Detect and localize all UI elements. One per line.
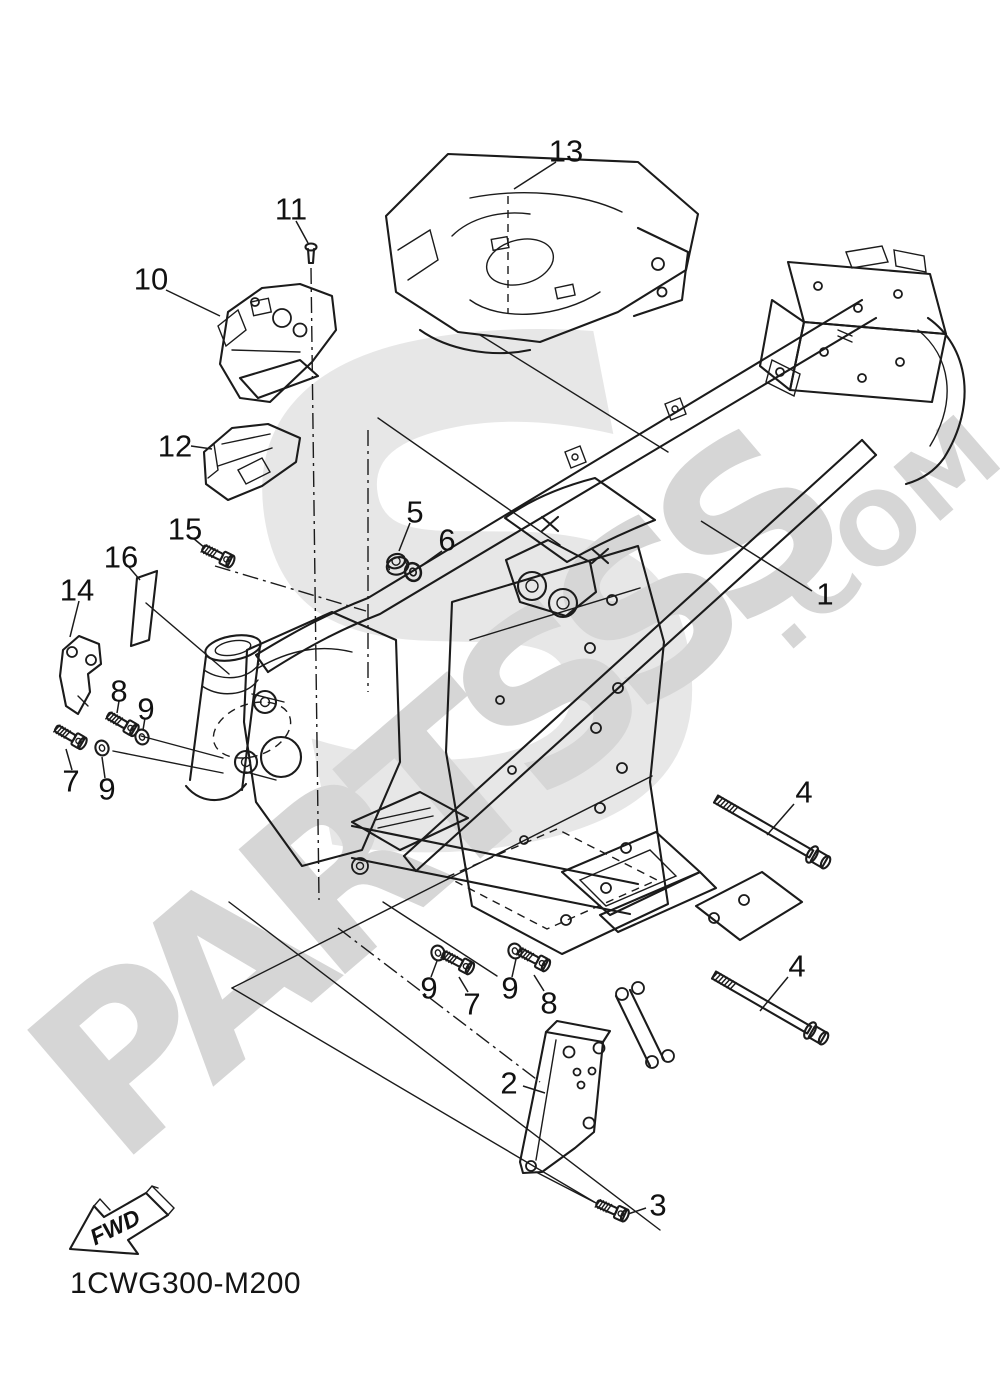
- leader-line-18: [513, 161, 557, 190]
- leader-line-1: [522, 1085, 546, 1094]
- part-10-stay-assembly: [217, 282, 338, 404]
- linework: [51, 152, 966, 1224]
- callout-9d: 9: [501, 971, 518, 1006]
- leader-line-16: [295, 220, 309, 244]
- frame-rear-box: [758, 245, 966, 486]
- callout-14: 14: [60, 573, 94, 608]
- callout-12: 12: [158, 429, 192, 464]
- part-3-screw: [593, 1196, 632, 1224]
- part-5-nut: [385, 552, 410, 576]
- leader-line-14: [511, 958, 517, 978]
- sheet-code: 1CWG300-M200: [70, 1267, 301, 1300]
- leader-line-19: [69, 600, 80, 638]
- callout-2: 2: [500, 1066, 517, 1101]
- callout-8a: 8: [110, 674, 127, 709]
- leader-line-21: [127, 565, 141, 581]
- leader-line-5: [398, 522, 411, 552]
- callout-6: 6: [438, 523, 455, 558]
- callout-4a: 4: [795, 775, 812, 810]
- part-16-strip: [129, 569, 159, 648]
- callout-16: 16: [104, 540, 138, 575]
- leader-line-12: [101, 756, 106, 779]
- callout-7a: 7: [62, 764, 79, 799]
- fwd-arrow-icon: [68, 1191, 170, 1256]
- frame-pivot-bracket: [504, 538, 598, 619]
- leader-line-0: [700, 520, 813, 592]
- part-2-bracket: [518, 1019, 612, 1203]
- leader-line-9: [116, 700, 120, 714]
- part-9-washer-a: [132, 726, 152, 748]
- leader-line-20: [192, 537, 206, 549]
- callout-8b: 8: [540, 986, 557, 1021]
- callout-3: 3: [649, 1188, 666, 1223]
- callout-1: 1: [816, 577, 833, 612]
- part-11-rivet: [304, 242, 318, 265]
- callout-7b: 7: [463, 987, 480, 1022]
- construction-lines: [112, 196, 669, 1231]
- part-7-screw-a: [51, 721, 90, 752]
- frame-center-plate: [444, 544, 670, 956]
- callout-9c: 9: [420, 971, 437, 1006]
- callout-13: 13: [549, 134, 583, 169]
- part-14-bracket: [58, 634, 103, 716]
- watermark-layer: S PARTSSS .COM: [0, 168, 1000, 1209]
- part-4-bolt-b: [708, 966, 833, 1049]
- leader-line-11: [142, 717, 146, 731]
- leader-line-3: [766, 803, 795, 836]
- leader-lines: [65, 161, 813, 1215]
- part-9-washer-b: [92, 737, 112, 759]
- callout-9a: 9: [137, 692, 154, 727]
- leader-line-2: [627, 1207, 647, 1215]
- leader-line-10: [533, 974, 545, 992]
- callout-4b: 4: [788, 949, 805, 984]
- leader-line-17: [190, 445, 213, 450]
- part-6-washer: [403, 561, 423, 583]
- leader-line-13: [430, 960, 438, 978]
- leader-line-8: [458, 976, 469, 993]
- frame-lower-mounts: [350, 790, 804, 1069]
- leader-line-6: [420, 550, 443, 567]
- frame-steering-head: [184, 634, 285, 802]
- callout-5: 5: [406, 495, 423, 530]
- callout-15: 15: [168, 512, 202, 547]
- callout-9b: 9: [98, 772, 115, 807]
- callout-10: 10: [134, 262, 168, 297]
- leader-line-7: [65, 748, 73, 771]
- part-13-box: [384, 152, 700, 355]
- leader-line-4: [759, 976, 789, 1012]
- leader-line-15: [165, 289, 221, 317]
- part-1-frame: [184, 245, 966, 1069]
- callout-11: 11: [275, 192, 307, 227]
- frame-cross-brace: [503, 476, 657, 565]
